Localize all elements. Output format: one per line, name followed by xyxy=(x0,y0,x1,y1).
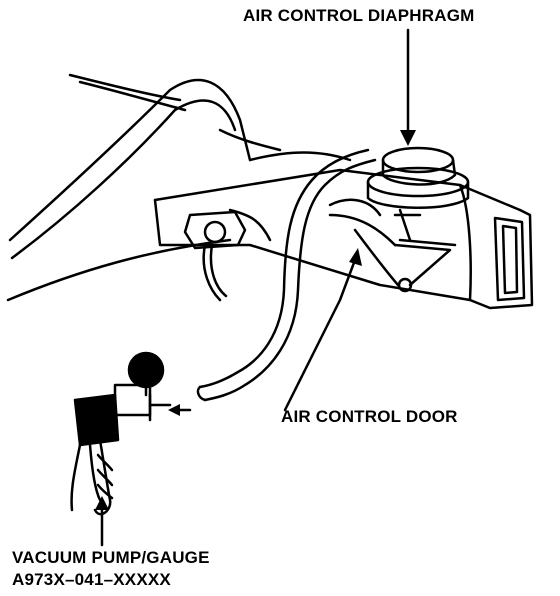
air-control-diaphragm-label: AIR CONTROL DIAPHRAGM xyxy=(243,6,475,25)
arrowhead-door xyxy=(349,248,362,266)
arrowhead-hose xyxy=(168,404,180,416)
air-control-door-label: AIR CONTROL DOOR xyxy=(281,407,458,426)
air-cleaner-housing xyxy=(6,73,352,302)
air-control-door-linkage xyxy=(328,198,457,293)
arrowhead-diaphragm xyxy=(400,130,416,146)
arrowhead-pump xyxy=(95,496,109,510)
vacuum-pump-label-block: VACUUM PUMP/GAUGE A973X–041–XXXXX xyxy=(12,547,210,591)
vacuum-pump-gauge xyxy=(70,351,172,516)
vacuum-pump-gauge-label: VACUUM PUMP/GAUGE xyxy=(12,548,210,567)
air-control-diaphragm xyxy=(366,146,470,242)
sensor-fitting xyxy=(183,210,247,302)
part-number-label: A973X–041–XXXXX xyxy=(12,570,171,589)
leader-arrows xyxy=(100,28,410,547)
vacuum-hose xyxy=(196,148,377,402)
